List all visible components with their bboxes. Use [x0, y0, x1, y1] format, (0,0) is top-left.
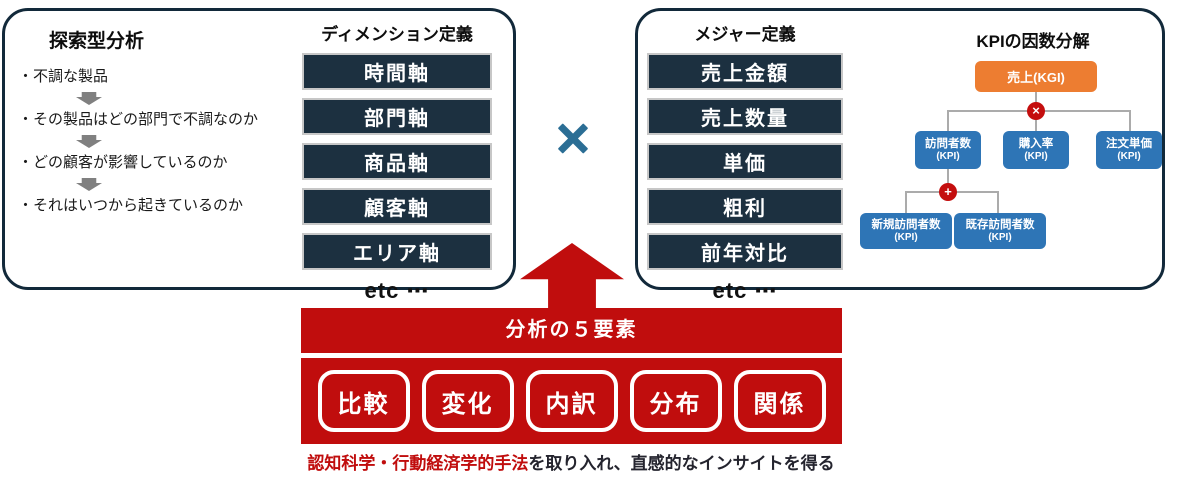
measure-item: 単価	[647, 143, 843, 180]
etc-label: etc ⋯	[712, 278, 778, 303]
exploratory-steps: ・不調な製品 ・その製品はどの部門で不調なのか ・どの顧客が影響しているのか ・…	[18, 67, 288, 216]
measure-item: 売上数量	[647, 98, 843, 135]
arrow-down-icon	[76, 92, 102, 105]
step-item: ・それはいつから起きているのか	[18, 197, 244, 214]
kpi-node-label: 新規訪問者数	[871, 218, 941, 231]
kpi-node: 新規訪問者数 (KPI)	[860, 213, 952, 249]
element-box: 比較	[317, 370, 410, 432]
kpi-node-label: 訪問者数	[925, 137, 971, 150]
caption-highlight: 認知科学・行動経済学的手法	[307, 454, 529, 473]
five-elements-row: 比較 変化 内訳 分布 関係	[301, 358, 842, 444]
measure-item: 粗利	[647, 188, 843, 225]
exploratory-analysis-title: 探索型分析	[49, 31, 145, 52]
kpi-node-sub: (KPI)	[1117, 150, 1141, 162]
connector-line	[1035, 92, 1037, 111]
caption: 認知科学・行動経済学的手法を取り入れ、直感的なインサイトを得る	[288, 449, 854, 474]
step-item: ・その製品はどの部門で不調なのか	[18, 111, 259, 128]
kpi-node-sub: (KPI)	[988, 231, 1012, 243]
dimension-item: 時間軸	[302, 53, 492, 90]
right-panel: メジャー定義 売上金額 売上数量 単価 粗利 前年対比 etc ⋯ KPIの因数…	[635, 8, 1165, 303]
multiply-icon	[552, 117, 594, 159]
element-box: 分布	[629, 370, 722, 432]
kpi-node-sub: (KPI)	[1024, 150, 1048, 162]
element-box: 関係	[733, 370, 826, 432]
kpi-node-label: 購入率	[1018, 137, 1054, 150]
kpi-tree-section: KPIの因数分解 売上(KGI) × 訪問者数 (KPI) 購入率 (KPI) …	[638, 11, 1162, 287]
step-item: ・不調な製品	[18, 68, 109, 85]
left-panel: 探索型分析 ・不調な製品 ・その製品はどの部門で不調なのか ・どの顧客が影響して…	[2, 8, 516, 303]
measure-definition-section: メジャー定義 売上金額 売上数量 単価 粗利 前年対比 etc ⋯	[647, 20, 843, 304]
connector-line	[997, 191, 999, 213]
dimension-item: エリア軸	[302, 233, 492, 270]
multiply-icon: ×	[1027, 102, 1045, 120]
element-box: 変化	[421, 370, 514, 432]
kpi-node-sub: (KPI)	[894, 231, 918, 243]
kpi-node: 既存訪問者数 (KPI)	[954, 213, 1046, 249]
connector-line	[1129, 110, 1131, 131]
plus-icon: +	[939, 183, 957, 201]
arrow-up-icon	[520, 243, 624, 309]
connector-line	[947, 169, 949, 192]
kpi-node-sub: (KPI)	[936, 150, 960, 162]
five-elements-title: 分析の５要素	[301, 308, 842, 358]
caption-rest: を取り入れ、直感的なインサイトを得る	[528, 454, 835, 473]
kpi-node: 購入率 (KPI)	[1003, 131, 1069, 169]
dimension-item: 顧客軸	[302, 188, 492, 225]
connector-line	[1035, 110, 1037, 131]
connector-line	[947, 110, 949, 131]
element-box: 内訳	[525, 370, 618, 432]
measure-item: 売上金額	[647, 53, 843, 90]
dimension-item: 商品軸	[302, 143, 492, 180]
kpi-node: 訪問者数 (KPI)	[915, 131, 981, 169]
kpi-tree-title: KPIの因数分解	[976, 32, 1090, 51]
dimension-definition-title: ディメンション定義	[321, 25, 473, 44]
step-item: ・どの顧客が影響しているのか	[18, 154, 228, 171]
measure-item: 前年対比	[647, 233, 843, 270]
arrow-down-icon	[76, 178, 102, 191]
five-elements-block: 分析の５要素 比較 変化 内訳 分布 関係	[301, 308, 842, 444]
kpi-node-label: 既存訪問者数	[965, 218, 1035, 231]
kpi-node: 注文単価 (KPI)	[1096, 131, 1162, 169]
arrow-down-icon	[76, 135, 102, 148]
kpi-root-node: 売上(KGI)	[975, 61, 1097, 92]
dimension-item: 部門軸	[302, 98, 492, 135]
etc-label: etc ⋯	[364, 278, 430, 303]
kpi-node-label: 注文単価	[1106, 137, 1152, 150]
measure-definition-title: メジャー定義	[694, 25, 796, 44]
connector-line	[905, 191, 907, 213]
dimension-definition-section: ディメンション定義 時間軸 部門軸 商品軸 顧客軸 エリア軸 etc ⋯	[302, 20, 492, 304]
